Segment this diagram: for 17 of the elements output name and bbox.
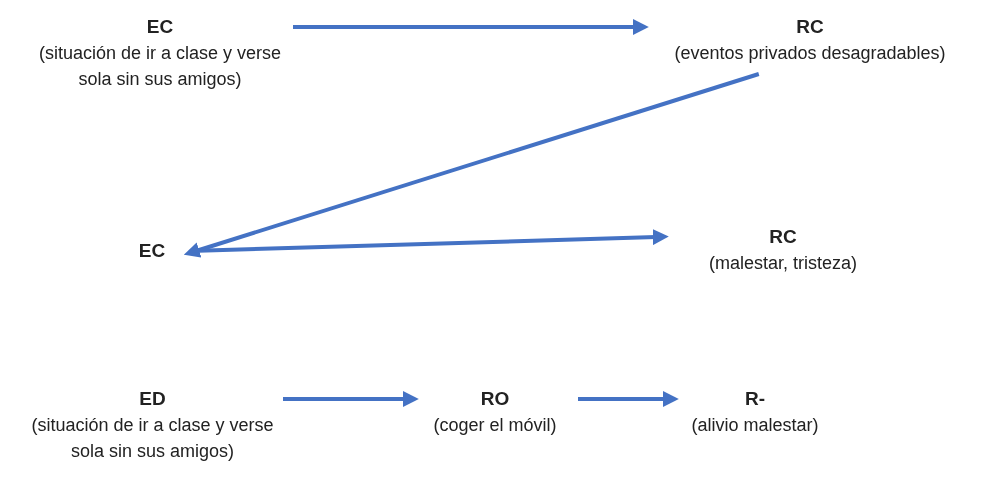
arrow bbox=[183, 72, 760, 258]
term-label: RC bbox=[795, 15, 825, 39]
description-text: (situación de ir a clase y verse sola sin sus amigos) bbox=[37, 42, 283, 91]
arrow bbox=[578, 391, 679, 407]
arrow bbox=[293, 19, 649, 35]
term-label: RO bbox=[479, 387, 511, 411]
term-label: EC bbox=[137, 239, 167, 263]
term-label: EC bbox=[145, 15, 175, 39]
term-label: RC bbox=[768, 225, 798, 249]
description-text: (eventos privados desagradables) bbox=[673, 42, 947, 65]
term-label: ED bbox=[138, 387, 167, 411]
description-text: (situación de ir a clase y verse sola sin sus amigos) bbox=[30, 414, 275, 463]
arrow bbox=[283, 391, 419, 407]
description-text: (alivio malestar) bbox=[690, 414, 820, 437]
term-label: R- bbox=[743, 387, 767, 411]
description-text: (malestar, tristeza) bbox=[707, 252, 858, 275]
description-text: (coger el móvil) bbox=[432, 414, 558, 437]
